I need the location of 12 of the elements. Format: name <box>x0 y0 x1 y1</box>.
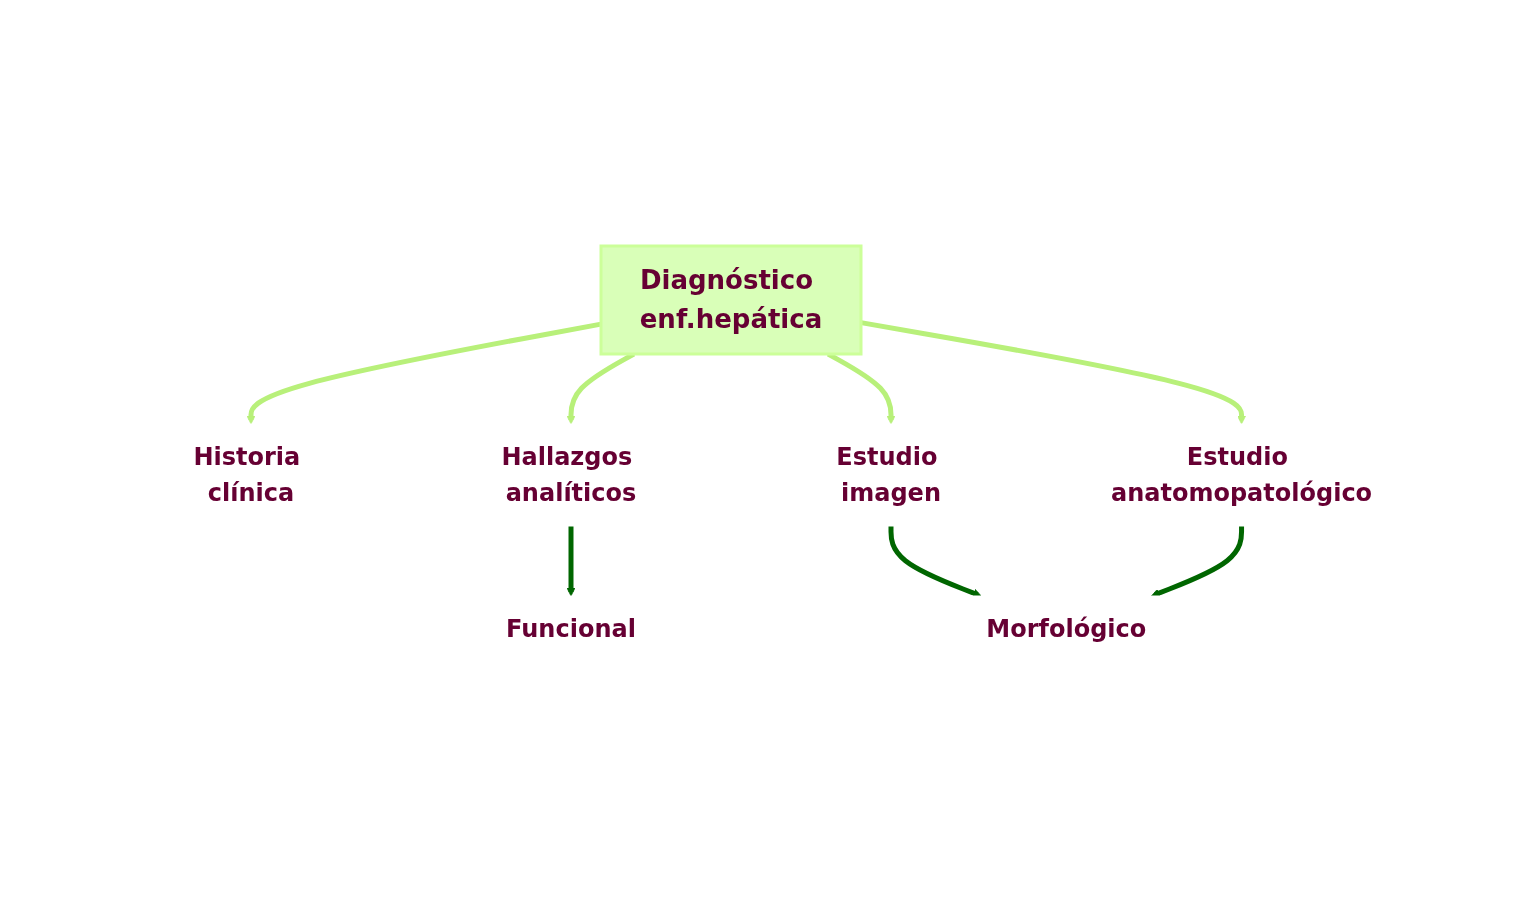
node-text: Historia clínica <box>193 443 301 507</box>
arrow <box>888 526 983 598</box>
arrow <box>567 526 576 597</box>
node-text: Morfológico <box>986 615 1147 643</box>
arrow <box>247 321 602 425</box>
arrow <box>1151 526 1245 598</box>
arrow <box>861 320 1247 425</box>
node-text: Funcional <box>506 615 637 643</box>
node-text: Estudio anatomopatológico <box>1111 443 1373 507</box>
node-text: Hallazgos analíticos <box>501 443 637 507</box>
node-box: Diagnóstico enf.hepática <box>599 244 863 356</box>
node-text: Estudio imagen <box>836 443 942 507</box>
